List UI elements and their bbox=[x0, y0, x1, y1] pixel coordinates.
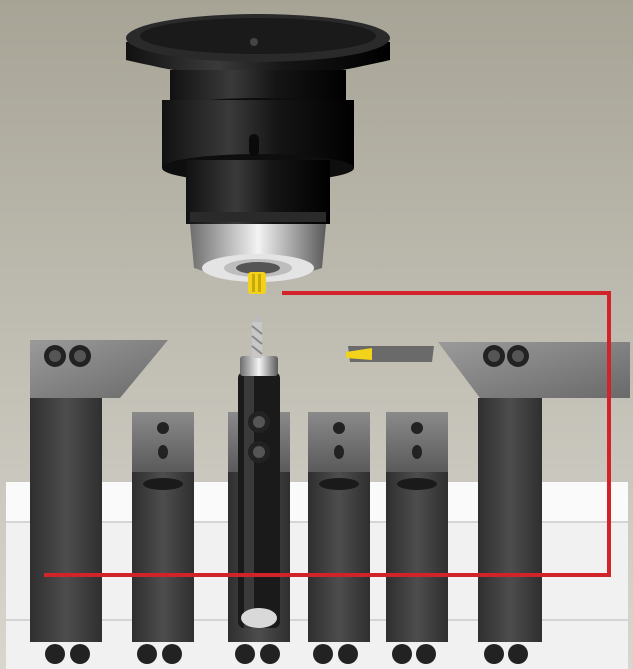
drill-holder bbox=[228, 314, 290, 642]
drill-bit bbox=[251, 314, 263, 358]
red-tool-path bbox=[44, 291, 611, 577]
right-turning-holder bbox=[346, 342, 630, 642]
yellow-tool-tip bbox=[248, 272, 266, 294]
small-holder-3 bbox=[386, 412, 448, 642]
spindle bbox=[126, 14, 390, 282]
small-holder-2 bbox=[308, 412, 370, 642]
foot-bolts bbox=[45, 644, 528, 664]
small-holder-1 bbox=[132, 412, 194, 642]
left-turning-holder bbox=[30, 340, 168, 642]
